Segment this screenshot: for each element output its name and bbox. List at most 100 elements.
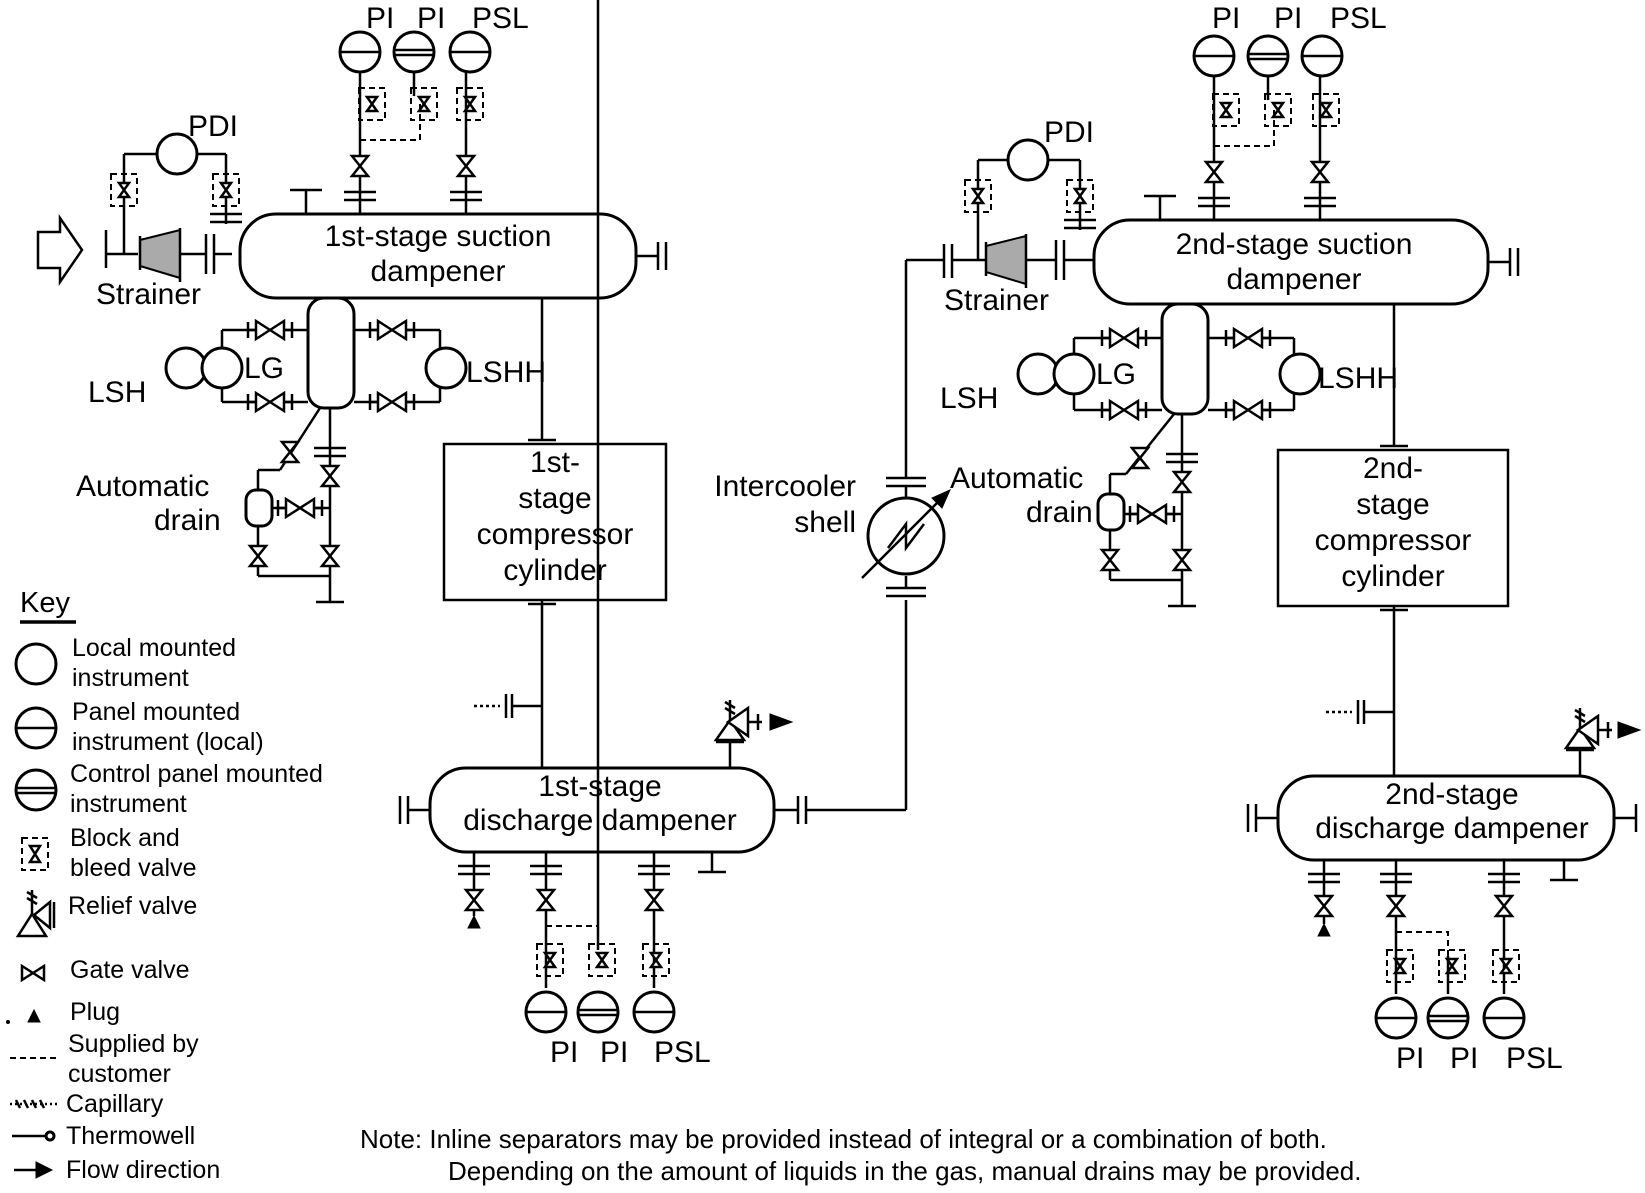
intercooler-label-line1: Intercooler [714,470,856,503]
key-panel-line2: instrument (local) [72,728,264,756]
lsh-1-label: LSH [88,376,146,409]
pdi-2-label: PDI [1044,116,1094,149]
pi-1c-instrument-icon [524,990,568,1034]
thermowell-icon [12,1130,56,1142]
cylinder-1-line3: compressor [477,518,634,551]
strainer-1-label: Strainer [96,278,201,311]
cylinder-1-line4: cylinder [503,554,606,587]
lsh-1-instrument-icon [164,346,208,390]
key-local-line2: instrument [72,664,189,692]
key-title: Key [20,587,70,619]
key-plug: Plug [70,998,120,1026]
cylinder-2-line3: compressor [1315,524,1472,557]
lshh-2-instrument-icon [1278,352,1322,396]
auto-drain-2-icon [1096,492,1126,532]
relief-1-flow-arrow-icon [769,713,794,731]
control-panel-instrument-icon [14,768,58,812]
key-bbv-line1: Block and [70,824,180,852]
pi-1b-label: PI [417,2,445,35]
key-local-line1: Local mounted [72,634,236,662]
psl-1-label: PSL [472,2,529,35]
discharge-dampener-1-title: 1st-stage [538,770,661,803]
pi-1d-instrument-icon [576,990,620,1034]
pi-2a-label: PI [1212,2,1240,35]
suction-dampener-1-subtitle: dampener [370,255,505,288]
pi-1a-label: PI [366,2,394,35]
pi-2a-instrument-icon [1192,34,1236,78]
lshh-2-label: LSHH [1318,362,1398,395]
lg-2-instrument-icon [1052,352,1096,396]
pi-1b-instrument-icon [392,30,436,74]
relief-valve-icon [15,890,56,938]
pi-2d-label: PI [1450,1042,1478,1075]
local-instrument-icon [14,642,58,686]
auto-drain-2-label-line1: Automatic [950,462,1083,495]
psl-1b-label: PSL [654,1036,711,1069]
pi-2b-label: PI [1274,2,1302,35]
note-line1: Note: Inline separators may be provided … [360,1124,1327,1154]
psl-2b-instrument-icon [1482,996,1526,1040]
key-capillary: Capillary [66,1090,164,1118]
boot-2 [1160,302,1210,416]
cylinder-2-line1: 2nd- [1363,452,1423,485]
key-thermowell: Thermowell [66,1122,195,1150]
pdi-1-label: PDI [188,110,238,143]
cylinder-2-line2: stage [1356,488,1429,521]
suction-dampener-1-title: 1st-stage suction [325,220,552,253]
pi-1d-label: PI [600,1036,628,1069]
discharge-dampener-1-subtitle: discharge dampener [463,804,737,837]
stage-2: PDI 2nd-stage suction dampener PI PI PSL… [940,2,1642,1075]
block-bleed-valve-icon [21,837,49,871]
intercooler: Intercooler shell [714,258,951,810]
key-legend: Key Local mounted instrument Panel mount… [6,587,323,1184]
note-line2: Depending on the amount of liquids in th… [448,1156,1361,1186]
suction-dampener-2-subtitle: dampener [1226,263,1361,296]
lsh-2-instrument-icon [1016,352,1060,396]
suction-dampener-2-title: 2nd-stage suction [1176,228,1413,261]
relief-2-flow-arrow-icon [1617,721,1642,739]
auto-drain-1-icon [244,488,274,528]
pi-2b-instrument-icon [1246,34,1290,78]
psl-2-label: PSL [1330,2,1387,35]
pi-2c-label: PI [1396,1042,1424,1075]
pi-2c-instrument-icon [1374,996,1418,1040]
key-bbv-line2: bleed valve [70,854,196,882]
lg-1-instrument-icon [200,346,244,390]
lshh-1-label: LSHH [466,356,546,389]
lsh-2-label: LSH [940,382,998,415]
cylinder-1-line1: 1st- [530,446,580,479]
key-flow-direction: Flow direction [66,1156,220,1184]
auto-drain-2-label-line2: drain [1026,496,1093,529]
auto-drain-1-label-line1: Automatic [76,470,209,503]
compressor-cylinder-2 [1276,448,1510,608]
strainer-2-icon [984,234,1028,288]
lg-1-label: LG [244,352,284,385]
strainer-1-icon [138,228,182,282]
psl-2-instrument-icon [1300,34,1344,78]
gate-valve-icon [20,963,46,983]
key-gate: Gate valve [70,956,190,984]
pi-1c-label: PI [550,1036,578,1069]
key-supplied-line2: customer [68,1060,171,1088]
key-supplied-line1: Supplied by [68,1030,199,1058]
key-panel-line1: Panel mounted [72,698,240,726]
discharge-dampener-2-title: 2nd-stage [1385,778,1518,811]
compressor-cylinder-1 [442,442,668,602]
lg-2-label: LG [1096,358,1136,391]
strainer-2-label: Strainer [944,284,1049,317]
key-control-line2: instrument [70,790,187,818]
pi-1a-instrument-icon [338,30,382,74]
psl-1b-instrument-icon [632,990,676,1034]
arrow-icon [14,1161,54,1179]
key-relief: Relief valve [68,892,197,920]
note: Note: Inline separators may be provided … [360,1124,1361,1186]
psl-2b-label: PSL [1506,1042,1563,1075]
capillary-icon [10,1099,60,1109]
stage-1: PDI 1st-stage suction dampener PI PI PSL… [36,0,906,1069]
discharge-dampener-2-subtitle: discharge dampener [1315,812,1589,845]
psl-1-instrument-icon [448,30,492,74]
auto-drain-1-label-line2: drain [154,504,221,537]
cylinder-2-line4: cylinder [1341,560,1444,593]
lshh-1-instrument-icon [424,346,468,390]
